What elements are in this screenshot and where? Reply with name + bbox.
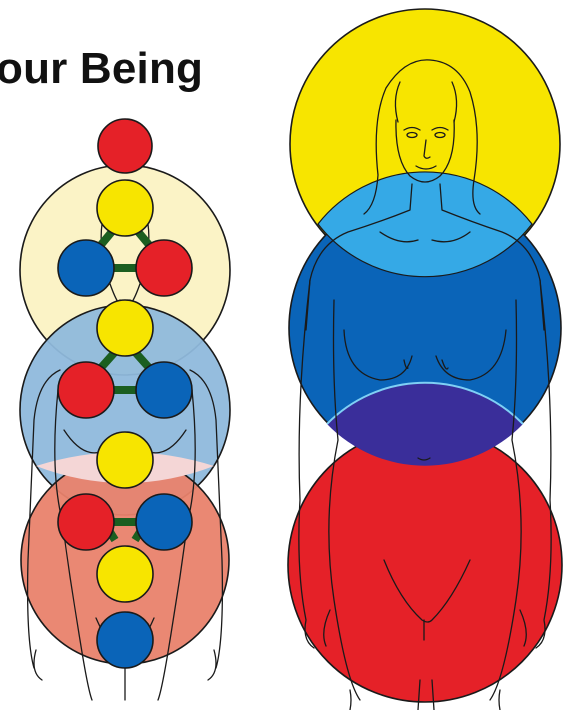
node-root (97, 612, 153, 668)
node-throat (97, 300, 153, 356)
right-pelvis-sphere (288, 428, 562, 702)
right-figure (288, 9, 562, 710)
node-head-right (136, 240, 192, 296)
node-pelvis-left (58, 494, 114, 550)
node-solar (97, 432, 153, 488)
node-crown (98, 119, 152, 173)
left-figure (20, 119, 230, 700)
node-chest-left (58, 362, 114, 418)
node-sacral (97, 546, 153, 602)
node-head-top (97, 180, 153, 236)
node-pelvis-right (136, 494, 192, 550)
node-chest-right (136, 362, 192, 418)
node-head-left (58, 240, 114, 296)
